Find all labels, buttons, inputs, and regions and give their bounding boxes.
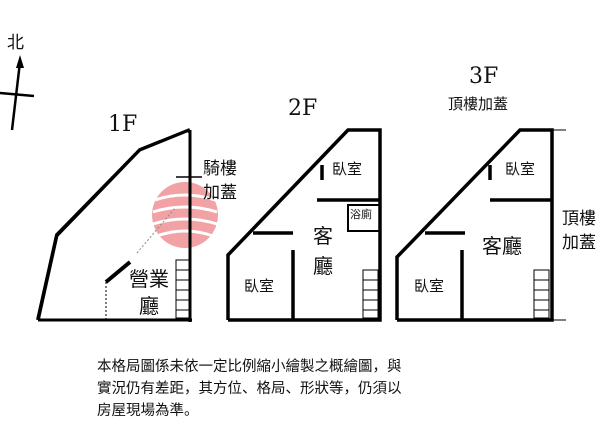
room-label: 臥室 [332, 160, 363, 178]
annex-label: 加蓋 [203, 183, 237, 203]
floor-3f-walls [395, 128, 566, 322]
floor-3f-subtitle: 頂樓加蓋 [448, 95, 509, 113]
stairs-3f [533, 269, 550, 319]
room-label: 營業 [129, 267, 169, 291]
room-label: 廳 [313, 254, 333, 278]
north-label: 北 [7, 33, 24, 53]
floor-1f-title: 1F [108, 112, 138, 137]
room-label: 客 [313, 224, 333, 248]
room-label: 臥室 [244, 277, 275, 295]
compass-icon [0, 55, 35, 131]
watermark-logo [152, 182, 218, 248]
room-label: 客廳 [482, 234, 522, 258]
floor-2f-walls [226, 128, 382, 322]
floor-1f-walls [36, 128, 202, 322]
stairs-1f [175, 259, 190, 319]
disclaimer-line: 實況仍有差距，其方位、格局、形狀等，仍須以 [97, 381, 402, 397]
annex-label: 騎樓 [203, 159, 237, 179]
room-label: 臥室 [414, 277, 445, 295]
room-label: 廳 [139, 294, 159, 318]
annex-label: 頂樓 [562, 209, 596, 229]
annex-label: 加蓋 [562, 233, 596, 253]
stairs-2f [362, 269, 379, 319]
disclaimer: 本格局圖係未依一定比例縮小繪製之概繪圖，與 實況仍有差距，其方位、格局、形狀等，… [97, 356, 517, 422]
room-label: 浴廁 [350, 208, 372, 221]
disclaimer-line: 本格局圖係未依一定比例縮小繪製之概繪圖，與 [97, 359, 402, 375]
floor-2f-title: 2F [288, 96, 318, 121]
floor-3f-title: 3F [469, 64, 499, 89]
disclaimer-line: 房屋現場為準。 [97, 403, 199, 419]
room-label: 臥室 [505, 160, 536, 178]
